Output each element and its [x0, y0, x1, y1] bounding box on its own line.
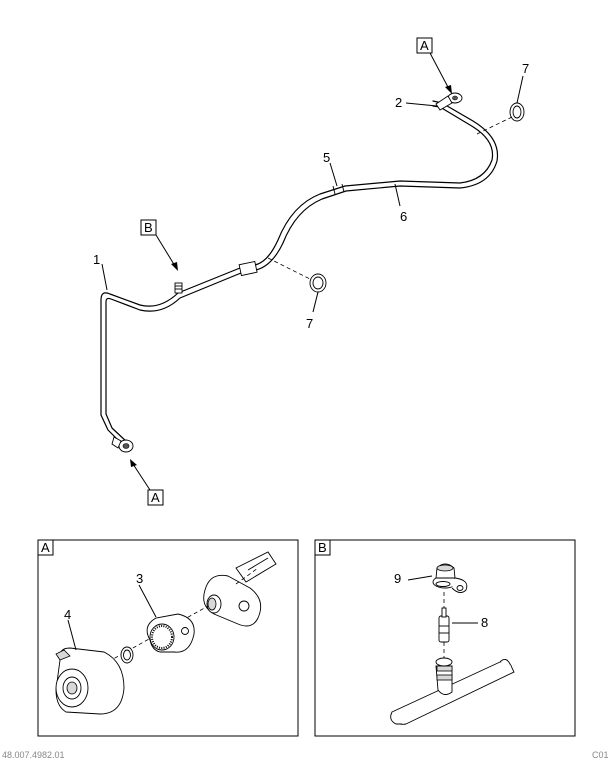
callout-6: 6: [400, 209, 407, 224]
clamp-mid: [309, 273, 327, 293]
detail-refs: A B A: [130, 37, 452, 506]
ref-a-bottom-box: [147, 489, 164, 506]
footer-left: 48.007.4982.01: [2, 750, 65, 760]
ref-a-top: A: [420, 38, 429, 53]
ref-b: B: [144, 220, 153, 235]
protective-cap: [55, 647, 125, 715]
ref-b-box: [140, 219, 157, 236]
footer-right: C01: [592, 750, 609, 760]
callout-7-mid: 7: [306, 316, 313, 331]
tee-fitting: [174, 282, 183, 294]
callout-7-top: 7: [522, 61, 529, 76]
ref-a-bottom: A: [151, 490, 160, 505]
callouts: 1 2 5 6 7 7: [93, 61, 529, 331]
callout-5: 5: [323, 150, 330, 165]
ref-a-top-box: [416, 37, 433, 54]
callout-1: 1: [93, 252, 100, 267]
callout-2: 2: [395, 95, 402, 110]
detail-panel-b: B 9 8: [314, 539, 576, 737]
lower-fitting: [111, 436, 134, 453]
upper-fitting: [435, 92, 463, 111]
panel-b-label: B: [318, 540, 327, 555]
tube-assembly: [100, 92, 525, 453]
callout-4: 4: [64, 607, 71, 622]
callout-9: 9: [394, 571, 401, 586]
callout-8: 8: [481, 615, 488, 630]
panel-a-label: A: [41, 540, 50, 555]
callout-3: 3: [136, 571, 143, 586]
clamp-top: [509, 102, 525, 122]
tube-sleeve: [238, 260, 258, 277]
detail-panel-a: A 3 4: [37, 539, 299, 737]
